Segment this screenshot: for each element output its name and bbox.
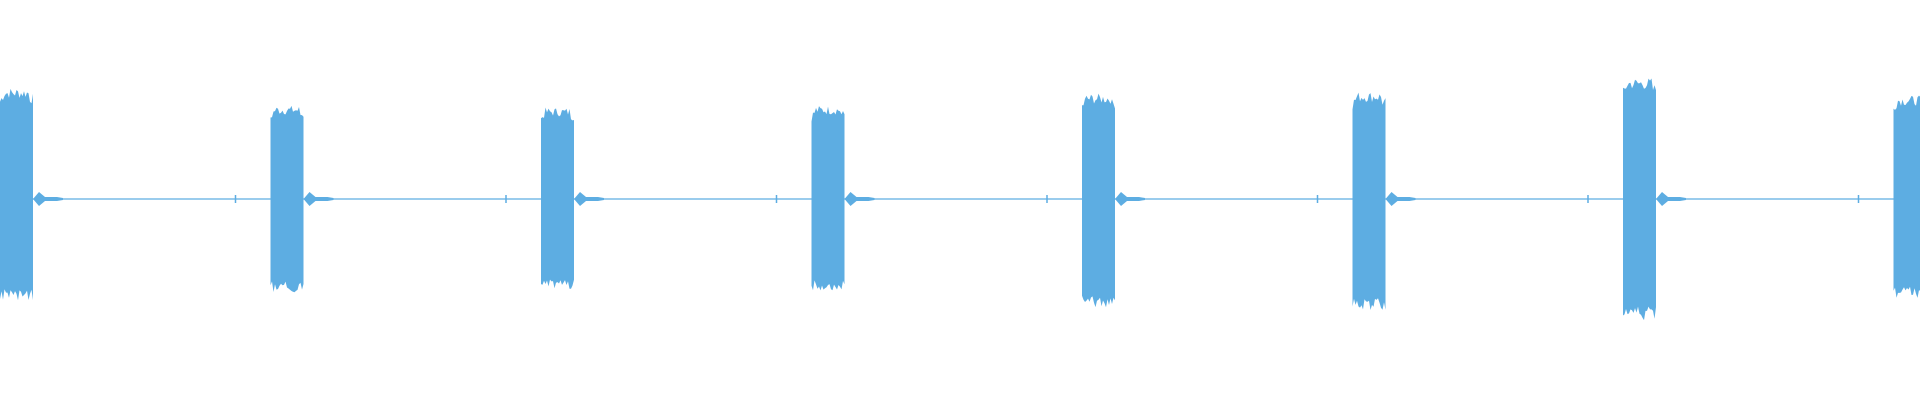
waveform-burst-3 bbox=[811, 106, 845, 291]
waveform-tail-1 bbox=[303, 192, 334, 206]
waveform-burst-7 bbox=[1893, 95, 1920, 298]
waveform-burst-5 bbox=[1352, 92, 1386, 310]
waveform-tail-5 bbox=[1385, 192, 1416, 206]
waveform-burst-4 bbox=[1082, 93, 1115, 308]
waveform-tail-4 bbox=[1115, 192, 1145, 206]
waveform-burst-0 bbox=[0, 88, 33, 301]
waveform-tail-3 bbox=[844, 192, 875, 206]
waveform-tail-6 bbox=[1656, 192, 1686, 206]
waveform-burst-6 bbox=[1623, 78, 1656, 321]
waveform-burst-1 bbox=[270, 105, 304, 293]
waveform-tail-0 bbox=[33, 192, 63, 206]
waveform-tail-2 bbox=[574, 192, 604, 206]
waveform-burst-2 bbox=[541, 107, 574, 289]
waveform-bursts bbox=[0, 78, 1920, 321]
